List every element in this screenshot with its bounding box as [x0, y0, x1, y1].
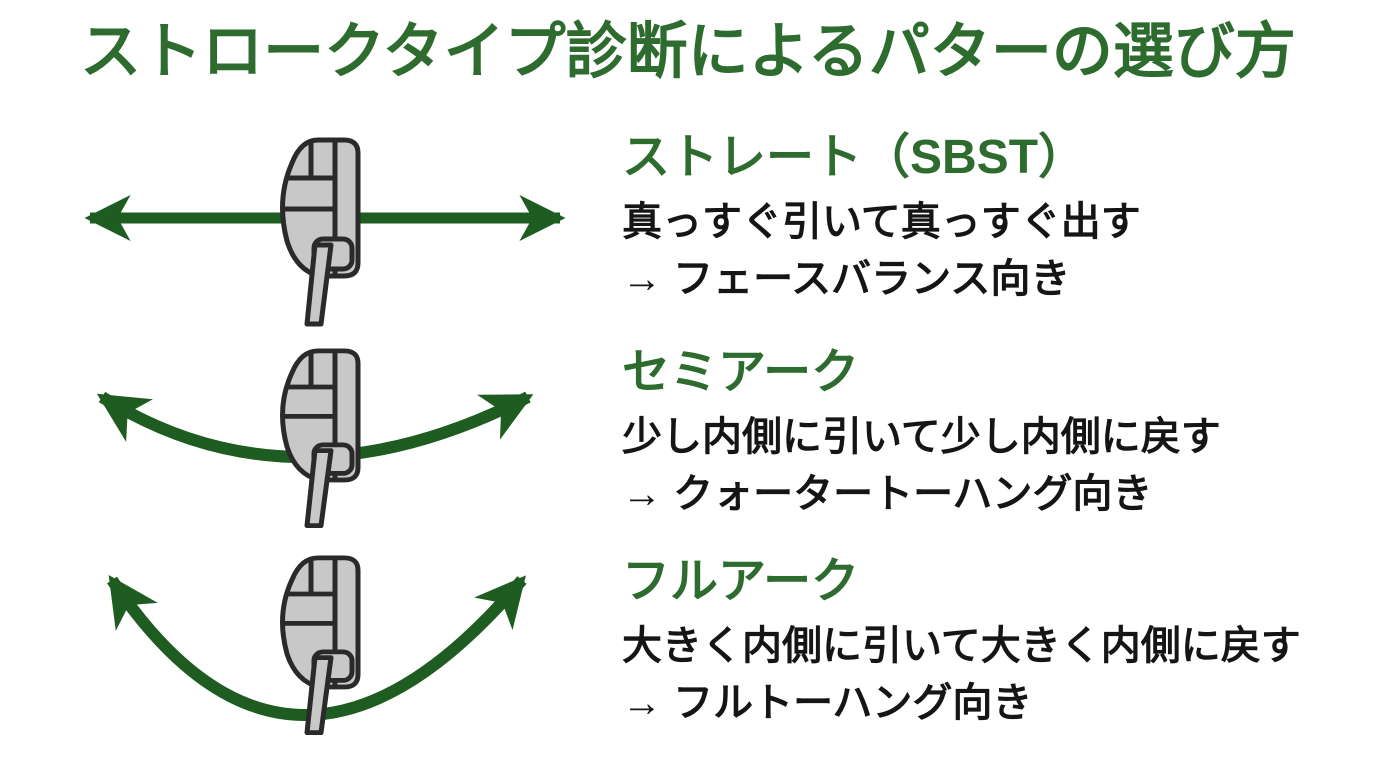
section-description-line-2: → フルトーハング向き	[622, 681, 1033, 725]
section-description-line-2: → クォータートーハング向き	[622, 472, 1153, 516]
section-full-arc: フルアーク 大きく内側に引いて大きく内側に戻す → フルトーハング向き	[0, 548, 1376, 768]
section-text-full-arc: フルアーク 大きく内側に引いて大きく内側に戻す → フルトーハング向き	[622, 554, 1301, 732]
putter-top-view-icon	[281, 140, 358, 324]
section-description-line-1: 少し内側に引いて少し内側に戻す	[622, 415, 1221, 459]
straight-stroke-illustration	[84, 128, 566, 333]
section-description-line-1: 大きく内側に引いて大きく内側に戻す	[622, 624, 1301, 668]
section-semi-arc: セミアーク 少し内側に引いて少し内側に戻す → クォータートーハング向き	[0, 343, 1376, 563]
section-straight: ストレート（SBST） 真っすぐ引いて真っすぐ出す → フェースバランス向き	[0, 128, 1376, 348]
section-heading: フルアーク	[622, 555, 860, 608]
section-text-semi-arc: セミアーク 少し内側に引いて少し内側に戻す → クォータートーハング向き	[622, 345, 1221, 523]
section-description-line-1: 真っすぐ引いて真っすぐ出す	[622, 200, 1141, 244]
semi-arc-stroke-illustration	[96, 345, 534, 545]
full-arc-stroke-illustration	[107, 550, 527, 766]
section-description-line-2: → フェースバランス向き	[622, 257, 1071, 301]
section-heading: セミアーク	[622, 346, 860, 399]
section-text-straight: ストレート（SBST） 真っすぐ引いて真っすぐ出す → フェースバランス向き	[622, 130, 1141, 308]
page-title: ストロークタイプ診断によるパターの選び方	[80, 17, 1296, 85]
putter-top-view-icon	[281, 351, 358, 526]
section-heading: ストレート（SBST）	[622, 131, 1087, 184]
deep-arc-double-headed-arrow-icon	[107, 574, 527, 721]
